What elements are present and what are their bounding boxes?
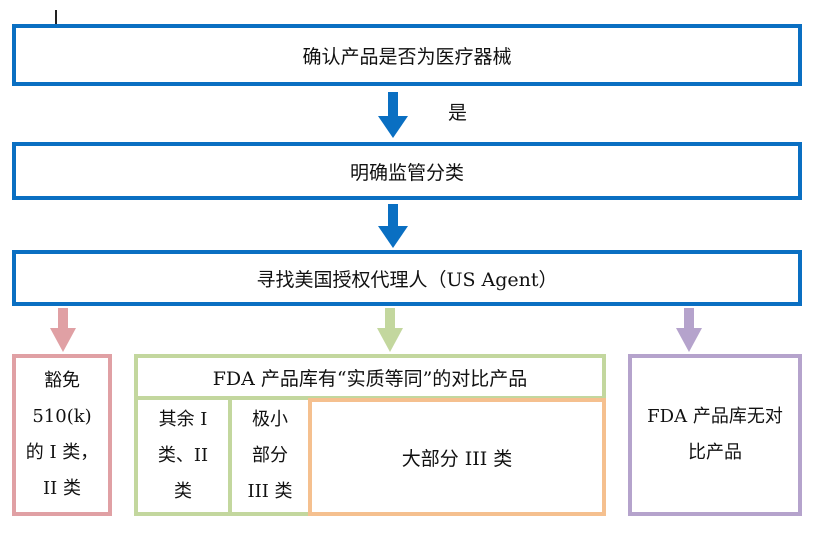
confirm-device-label: 确认产品是否为医疗器械 [302, 45, 512, 68]
fda-comparable-header-box: FDA 产品库有“实质等同”的对比产品 [134, 354, 606, 400]
minor-class3-box: 极小 部分 III 类 [228, 396, 312, 516]
majority-class3-label: 大部分 III 类 [401, 447, 513, 470]
arrow-down-icon [50, 308, 76, 352]
other-class-box: 其余 I 类、II 类 [134, 396, 232, 516]
us-agent-box: 寻找美国授权代理人（US Agent） [12, 250, 802, 306]
yes-label: 是 [448, 102, 468, 124]
arrow-down-icon [676, 308, 702, 352]
classification-box: 明确监管分类 [12, 142, 802, 200]
arrow-down-icon [377, 308, 403, 352]
confirm-device-box: 确认产品是否为医疗器械 [12, 24, 802, 86]
minor-class3-label: 极小 部分 III 类 [247, 409, 293, 502]
classification-label: 明确监管分类 [349, 161, 464, 184]
exempt-box: 豁免 510(k) 的 I 类， II 类 [12, 354, 112, 516]
other-class-label: 其余 I 类、II 类 [157, 409, 209, 502]
arrow-down-icon [378, 92, 408, 138]
no-comparable-box: FDA 产品库无对 比产品 [628, 354, 802, 516]
no-comparable-label: FDA 产品库无对 比产品 [647, 406, 783, 463]
exempt-label: 豁免 510(k) 的 I 类， II 类 [25, 370, 99, 499]
fda-comparable-header-label: FDA 产品库有“实质等同”的对比产品 [212, 367, 528, 390]
us-agent-label: 寻找美国授权代理人（US Agent） [256, 268, 558, 291]
majority-class3-box: 大部分 III 类 [308, 398, 606, 516]
stray-mark [55, 10, 57, 24]
arrow-down-icon [378, 204, 408, 248]
